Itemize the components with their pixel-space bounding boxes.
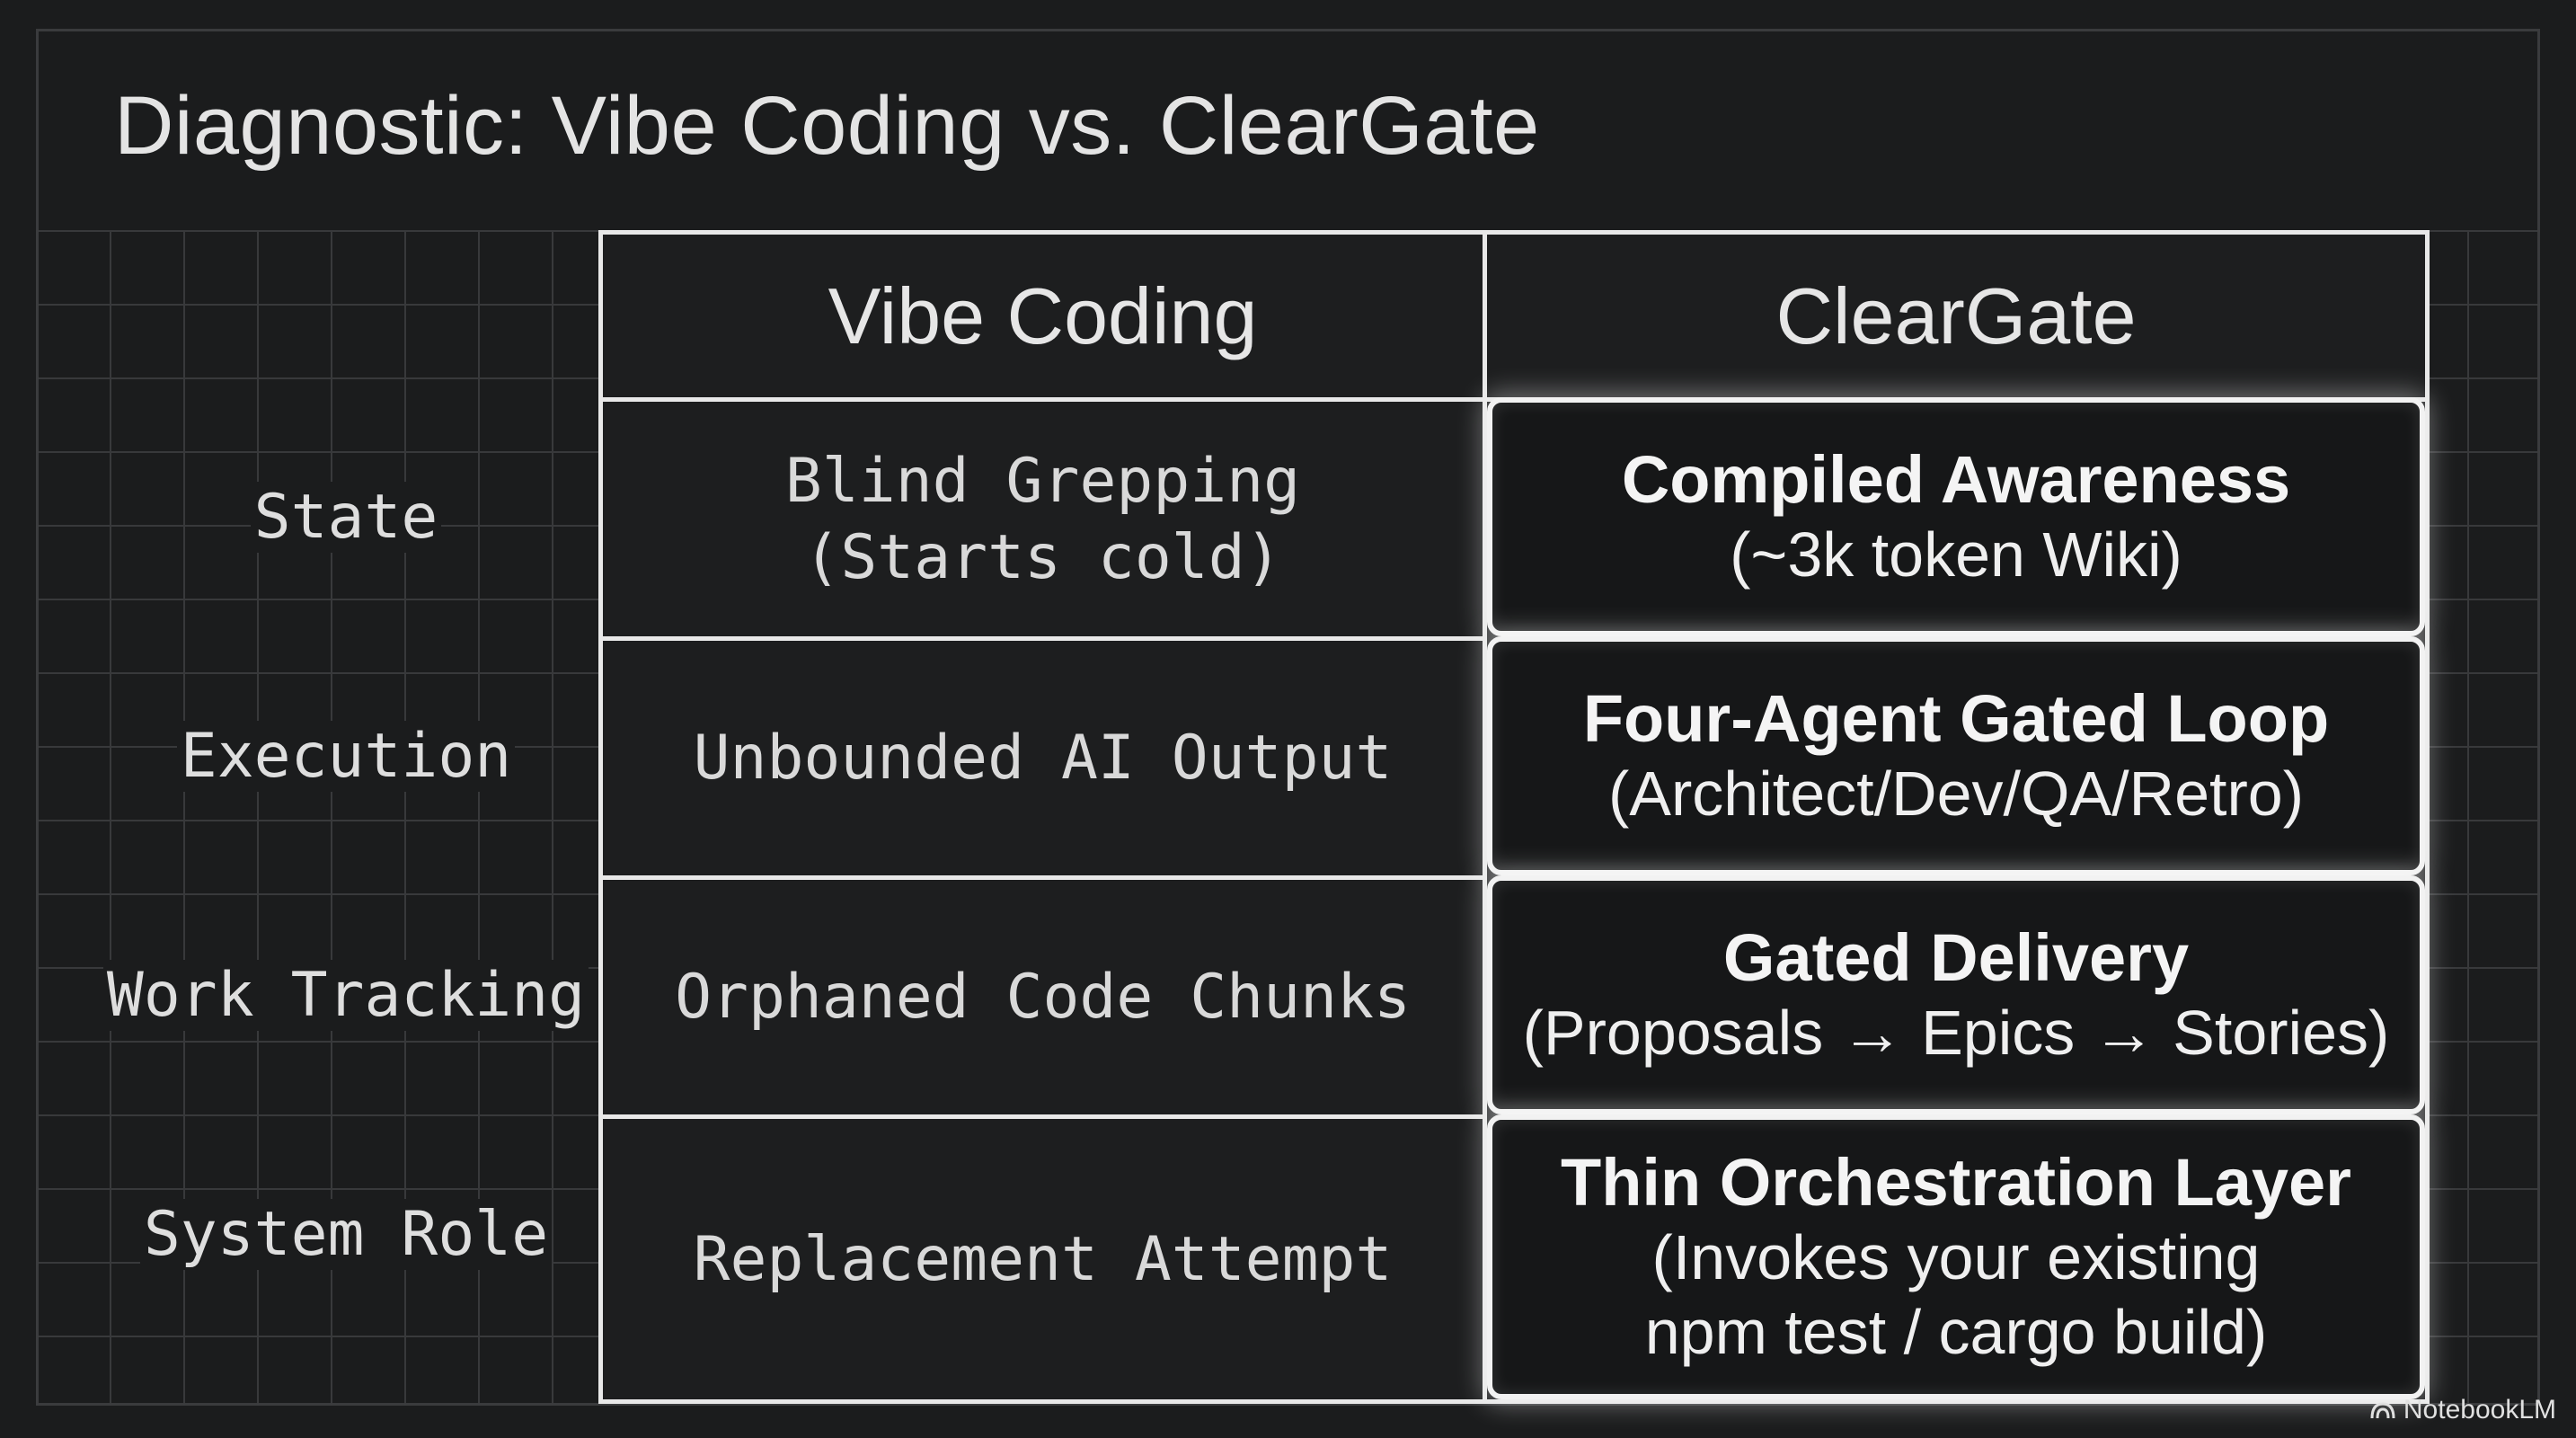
vibe-cell-work-tracking: Orphaned Code Chunks <box>603 880 1483 1114</box>
row-label-execution: Execution <box>36 636 656 875</box>
column-header-vibe-coding: Vibe Coding <box>828 271 1258 360</box>
row-divider <box>603 875 1483 880</box>
cleargate-cell-title: Thin Orchestration Layer <box>1561 1145 2351 1221</box>
vibe-cell-system-role: Replacement Attempt <box>603 1119 1483 1399</box>
cleargate-cell-subtitle: (~3k token Wiki) <box>1730 519 2182 590</box>
cleargate-cell-subtitle: (Proposals → Epics → Stories) <box>1522 998 2390 1069</box>
vibe-cell-line: Orphaned Code Chunks <box>675 962 1411 1033</box>
notebooklm-watermark: NotebookLM <box>2369 1395 2556 1425</box>
cleargate-cell-subtitle: (Architect/Dev/QA/Retro) <box>1607 759 2305 830</box>
cleargate-cell-title: Four-Agent Gated Loop <box>1582 681 2330 757</box>
row-label-system-role: System Role <box>36 1114 656 1354</box>
row-divider <box>603 636 1483 641</box>
cleargate-cell-work-tracking: Gated Delivery (Proposals → Epics → Stor… <box>1487 875 2425 1114</box>
cleargate-cell-subtitle: (Invokes your existing <box>1651 1222 2261 1293</box>
vibe-cell-line: (Starts cold) <box>803 521 1282 593</box>
slide-title: Diagnostic: Vibe Coding vs. ClearGate <box>114 80 1540 172</box>
cleargate-cell-title: Compiled Awareness <box>1621 442 2291 518</box>
column-header-cleargate: ClearGate <box>1775 271 2137 360</box>
vibe-cell-execution: Unbounded AI Output <box>603 641 1483 875</box>
cleargate-cell-title: Gated Delivery <box>1722 920 2190 996</box>
vibe-cell-line: Replacement Attempt <box>693 1223 1393 1295</box>
comparison-table: Vibe Coding ClearGate Blind Grepping (St… <box>598 230 2430 1404</box>
row-label-work-tracking: Work Tracking <box>36 875 656 1114</box>
vibe-cell-line: Unbounded AI Output <box>693 723 1393 794</box>
row-label-state: State <box>36 397 656 636</box>
cleargate-cell-state: Compiled Awareness (~3k token Wiki) <box>1487 397 2425 636</box>
cleargate-cell-subtitle: npm test / cargo build) <box>1644 1297 2268 1368</box>
vibe-cell-line: Blind Grepping <box>784 445 1301 517</box>
notebooklm-logo-icon <box>2370 1402 2395 1419</box>
cleargate-cell-system-role: Thin Orchestration Layer (Invokes your e… <box>1487 1114 2425 1399</box>
watermark-text: NotebookLM <box>2403 1395 2556 1425</box>
vibe-cell-state: Blind Grepping (Starts cold) <box>603 402 1483 636</box>
row-divider <box>603 1114 1483 1119</box>
column-divider <box>1483 235 1487 1399</box>
cleargate-cell-execution: Four-Agent Gated Loop (Architect/Dev/QA/… <box>1487 636 2425 875</box>
